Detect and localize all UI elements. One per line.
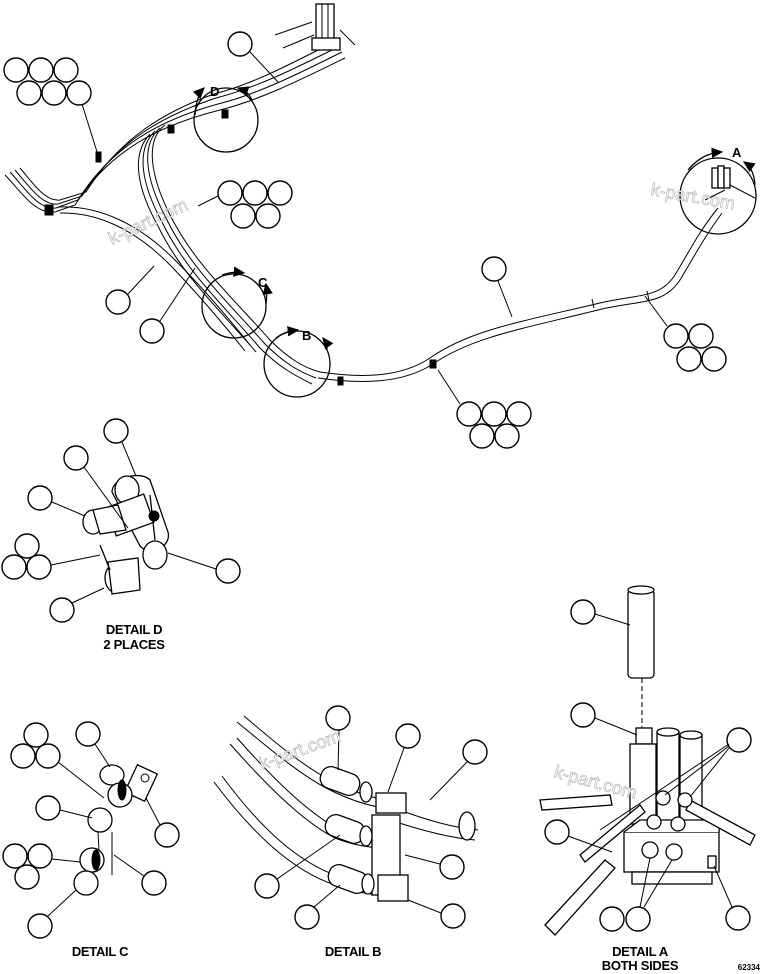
main-harness-view: D C B A bbox=[3, 3, 757, 449]
detail-B-view: k-part.com DETAIL B bbox=[213, 705, 488, 959]
callout-top-single bbox=[227, 31, 279, 83]
callout-top-left-cluster bbox=[3, 57, 99, 156]
callout-bottom-center-cluster bbox=[437, 369, 532, 449]
detail-A-view: k-part.com DETAIL A BOTH SIDES bbox=[539, 585, 756, 973]
detail-marker-D[interactable]: D bbox=[192, 84, 259, 153]
detail-D-caption: DETAIL D bbox=[106, 622, 162, 637]
detail-marker-A[interactable]: A bbox=[679, 145, 757, 235]
detail-C-caption: DETAIL C bbox=[72, 944, 129, 959]
detail-marker-C[interactable]: C bbox=[201, 266, 273, 339]
detail-A-subcaption: BOTH SIDES bbox=[602, 958, 679, 973]
detail-label-A: A bbox=[732, 145, 742, 160]
detail-B-caption: DETAIL B bbox=[325, 944, 381, 959]
callout-right-cluster bbox=[644, 295, 727, 372]
detail-label-B: B bbox=[302, 328, 311, 343]
hose-bundle-left bbox=[4, 39, 346, 213]
hose-branch-lower-left bbox=[57, 206, 251, 352]
clamp-markers bbox=[44, 109, 437, 386]
hose-branch-down bbox=[138, 124, 321, 385]
detail-D-view: DETAIL D 2 PLACES bbox=[1, 418, 241, 652]
top-connector bbox=[274, 3, 356, 51]
detail-label-D: D bbox=[210, 84, 219, 99]
detail-D-subcaption: 2 PLACES bbox=[103, 637, 165, 652]
detail-A-caption: DETAIL A bbox=[612, 944, 669, 959]
drawing-number: 62334 bbox=[738, 963, 761, 972]
callout-center-cluster bbox=[197, 180, 293, 229]
detail-label-C: C bbox=[258, 275, 268, 290]
callout-mid-harness bbox=[481, 256, 513, 318]
detail-C-view: DETAIL C bbox=[2, 721, 180, 959]
callout-left-singles bbox=[105, 265, 196, 344]
hose-long-to-A bbox=[317, 207, 723, 382]
detail-marker-B[interactable]: B bbox=[263, 326, 334, 398]
